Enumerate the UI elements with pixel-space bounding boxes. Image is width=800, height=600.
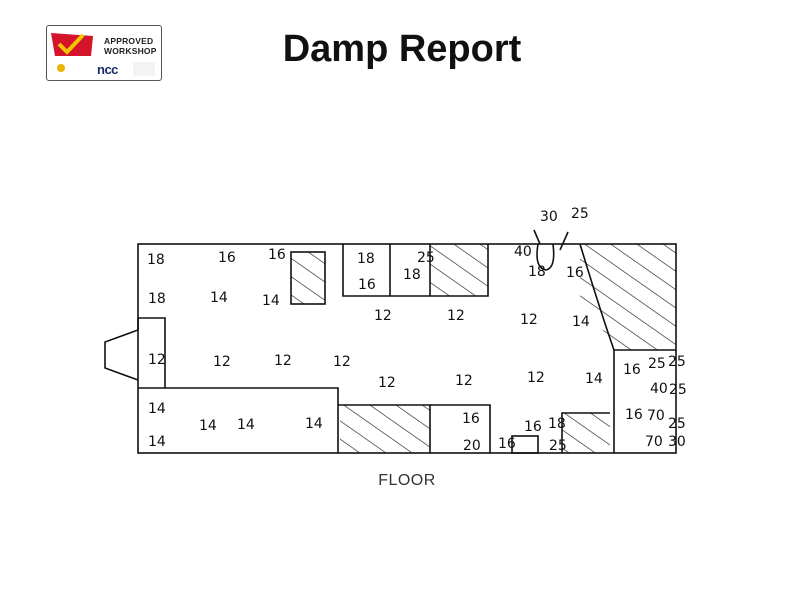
hatched-areas bbox=[291, 244, 676, 453]
floor-label: FLOOR bbox=[378, 472, 436, 489]
moisture-reading: 30 bbox=[540, 209, 558, 225]
moisture-reading: 14 bbox=[572, 314, 590, 330]
moisture-reading: 25 bbox=[417, 250, 435, 266]
partner-mark-icon bbox=[133, 62, 155, 76]
moisture-reading: 16 bbox=[268, 247, 286, 263]
page-title: Damp Report bbox=[282, 28, 522, 70]
moisture-reading: 12 bbox=[148, 352, 166, 368]
moisture-reading: 14 bbox=[305, 416, 323, 432]
moisture-reading: 12 bbox=[447, 308, 465, 324]
logo-brand-ncc: ncc bbox=[97, 62, 118, 77]
moisture-reading: 70 bbox=[647, 408, 665, 424]
moisture-reading: 12 bbox=[520, 312, 538, 328]
moisture-reading: 25 bbox=[668, 354, 686, 370]
moisture-reading: 16 bbox=[524, 419, 542, 435]
moisture-reading: 16 bbox=[462, 411, 480, 427]
moisture-reading: 18 bbox=[548, 416, 566, 432]
moisture-reading: 16 bbox=[218, 250, 236, 266]
moisture-reading: 14 bbox=[585, 371, 603, 387]
crest-icon bbox=[57, 64, 65, 72]
moisture-reading: 14 bbox=[262, 293, 280, 309]
moisture-reading: 30 bbox=[668, 434, 686, 450]
moisture-reading: 18 bbox=[528, 264, 546, 280]
moisture-reading: 18 bbox=[148, 291, 166, 307]
moisture-reading: 12 bbox=[213, 354, 231, 370]
moisture-reading: 14 bbox=[237, 417, 255, 433]
moisture-reading: 18 bbox=[357, 251, 375, 267]
moisture-reading: 18 bbox=[147, 252, 165, 268]
moisture-reading: 40 bbox=[514, 244, 532, 260]
logo-line-approved: APPROVED bbox=[104, 36, 154, 46]
moisture-reading: 12 bbox=[374, 308, 392, 324]
moisture-reading: 25 bbox=[571, 206, 589, 222]
moisture-reading: 12 bbox=[455, 373, 473, 389]
moisture-reading: 16 bbox=[625, 407, 643, 423]
moisture-reading: 14 bbox=[148, 434, 166, 450]
moisture-reading: 70 bbox=[645, 434, 663, 450]
logo-line-workshop: WORKSHOP bbox=[104, 46, 157, 56]
moisture-reading: 25 bbox=[668, 416, 686, 432]
moisture-reading: 14 bbox=[148, 401, 166, 417]
flag-check-icon bbox=[51, 33, 155, 76]
moisture-reading: 14 bbox=[210, 290, 228, 306]
moisture-reading: 40 bbox=[650, 381, 668, 397]
moisture-reading: 12 bbox=[333, 354, 351, 370]
moisture-reading: 14 bbox=[199, 418, 217, 434]
moisture-reading: 20 bbox=[463, 438, 481, 454]
moisture-reading: 16 bbox=[358, 277, 376, 293]
moisture-reading: 25 bbox=[549, 438, 567, 454]
moisture-reading: 12 bbox=[378, 375, 396, 391]
floor-plan-walls bbox=[104, 229, 677, 454]
approved-workshop-logo: APPROVED WORKSHOP ncc bbox=[46, 25, 162, 81]
moisture-reading: 16 bbox=[566, 265, 584, 281]
moisture-reading: 16 bbox=[623, 362, 641, 378]
moisture-reading: 25 bbox=[669, 382, 687, 398]
moisture-reading: 12 bbox=[527, 370, 545, 386]
moisture-reading: 18 bbox=[403, 267, 421, 283]
moisture-reading: 12 bbox=[274, 353, 292, 369]
moisture-reading: 16 bbox=[498, 436, 516, 452]
moisture-reading: 25 bbox=[648, 356, 666, 372]
